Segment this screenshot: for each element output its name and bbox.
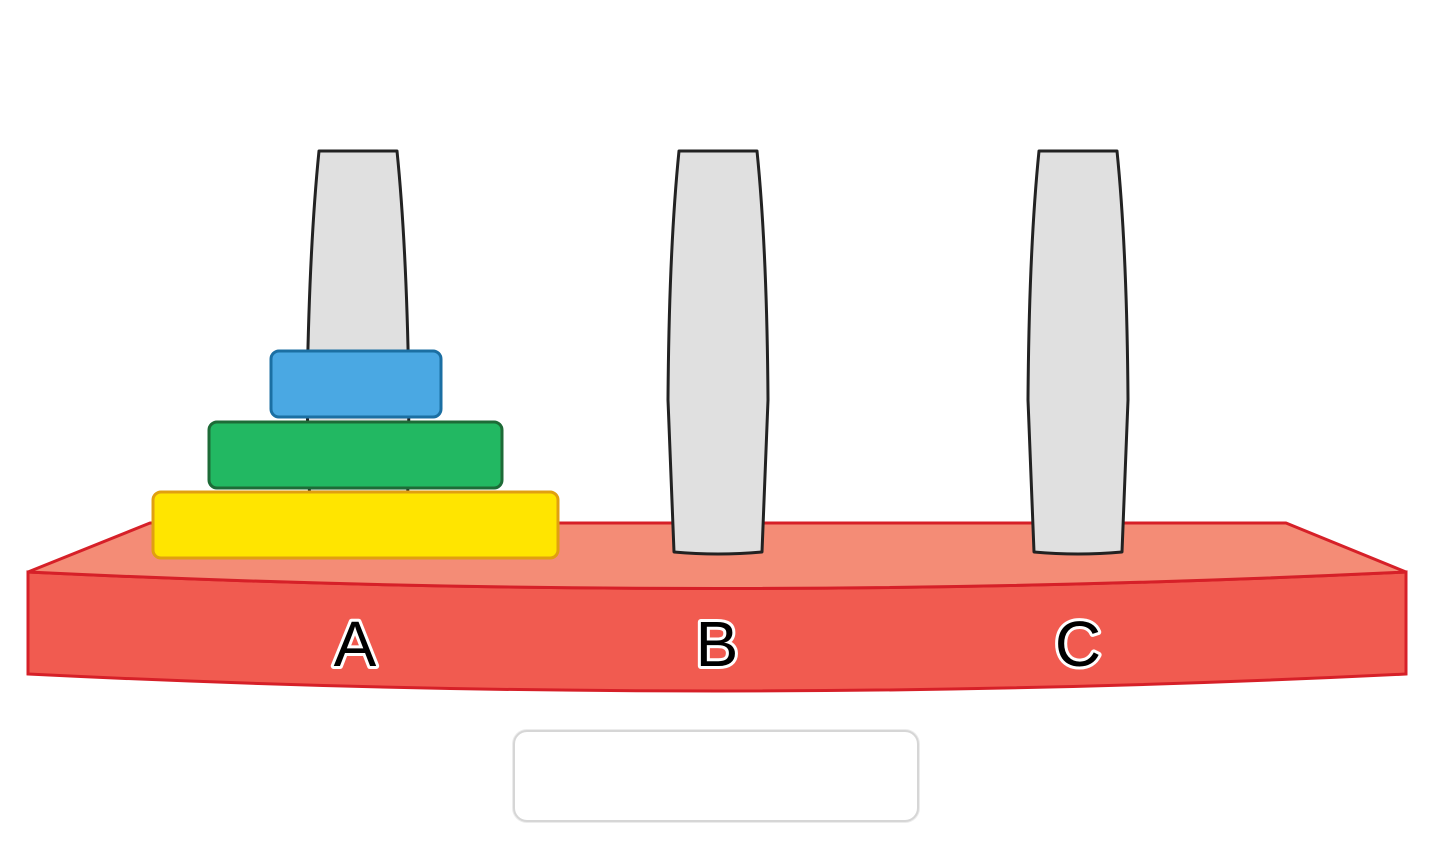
disk-medium[interactable]: [207, 420, 504, 490]
peg-b-post[interactable]: [666, 149, 770, 556]
peg-label-c: C: [1055, 608, 1101, 680]
disk-large[interactable]: [151, 490, 560, 560]
peg-label-a: A: [334, 608, 377, 680]
peg-c[interactable]: [1026, 149, 1130, 556]
peg-c-post[interactable]: [1026, 149, 1130, 556]
move-input-box[interactable]: [513, 730, 919, 822]
peg-label-b: B: [696, 608, 739, 680]
peg-b[interactable]: [666, 149, 770, 556]
disk-small[interactable]: [269, 349, 443, 419]
